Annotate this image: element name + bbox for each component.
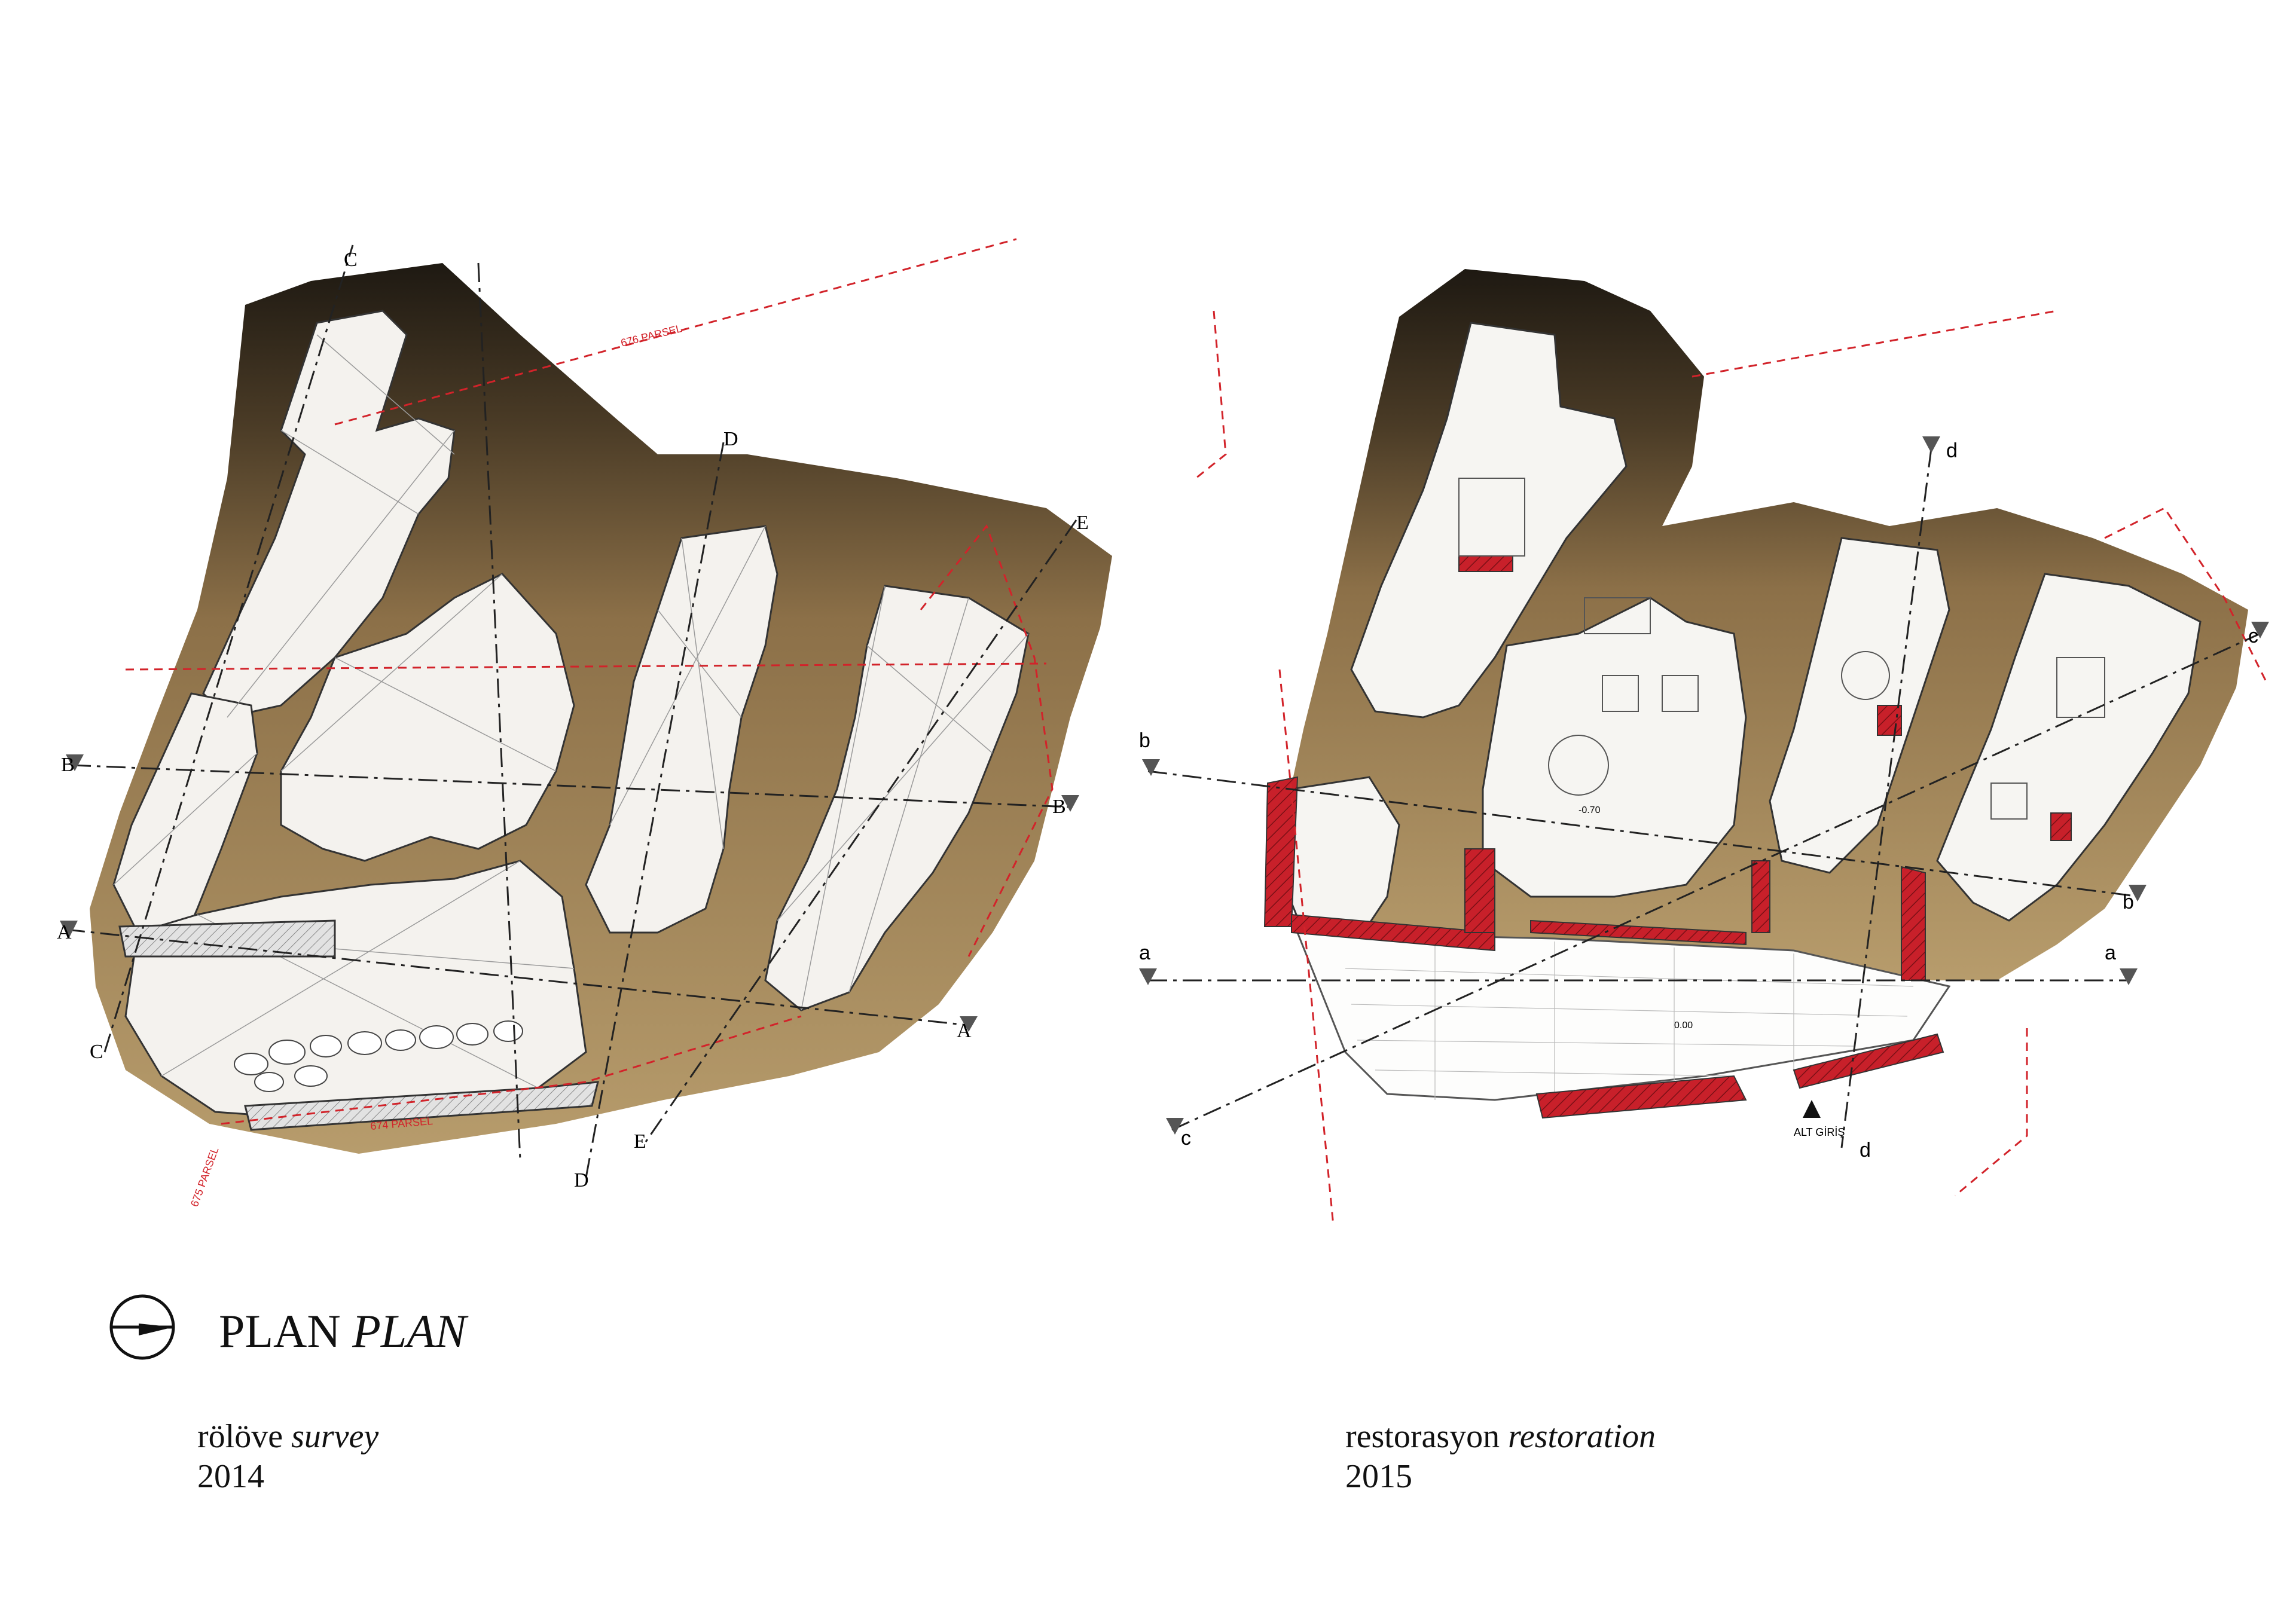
survey-room-north xyxy=(202,310,456,719)
survey-parcel-lines xyxy=(125,238,1054,1125)
right-caption-year: 2015 xyxy=(1345,1458,1412,1496)
restoration-entrance-label: ALT GİRİŞ xyxy=(1794,1126,1845,1138)
survey-label-E-top: E xyxy=(1076,512,1089,534)
restoration-furniture xyxy=(1458,478,2105,820)
restoration-level-terrace: 0.00 xyxy=(1674,1020,1693,1031)
restoration-label-a-left: a xyxy=(1139,942,1150,964)
left-caption-en: survey xyxy=(291,1418,379,1455)
restoration-section-markers xyxy=(1139,436,2269,1135)
left-caption-tr: rölöve xyxy=(197,1418,283,1455)
restoration-label-a-right: a xyxy=(2105,942,2116,964)
plan-title-italic: PLAN xyxy=(352,1305,466,1357)
left-caption: rölöve survey 2014 xyxy=(197,1417,378,1497)
survey-room-centre xyxy=(280,573,575,862)
north-arrow-icon xyxy=(109,1294,175,1360)
restoration-new-walls xyxy=(1263,555,2072,1119)
restoration-level-living: -0.70 xyxy=(1578,805,1601,815)
survey-parcel-675: 675 PARSEL xyxy=(188,1145,221,1208)
survey-label-C-bottom: C xyxy=(90,1041,103,1063)
survey-stones xyxy=(234,1020,523,1092)
restoration-label-b-right: b xyxy=(2123,891,2134,913)
survey-network xyxy=(113,334,1029,1089)
survey-label-A-right: A xyxy=(957,1020,972,1042)
restoration-section-lines xyxy=(1147,448,2261,1148)
plan-title: PLAN PLAN xyxy=(197,1308,466,1355)
right-caption: restorasyon restoration 2015 xyxy=(1345,1417,1656,1497)
restoration-label-d-top: d xyxy=(1946,439,1958,462)
survey-section-markers xyxy=(60,754,1079,1032)
survey-section-lines xyxy=(65,244,1077,1178)
survey-room-east-a xyxy=(585,525,778,934)
left-caption-year: 2014 xyxy=(197,1458,264,1496)
restoration-room-east-a xyxy=(1769,537,1950,874)
restoration-room-east-b xyxy=(1936,573,2202,922)
restoration-paving xyxy=(1345,939,1914,1100)
right-caption-tr: restorasyon xyxy=(1345,1418,1500,1455)
survey-parcel-676: 676 PARSEL xyxy=(619,322,683,349)
survey-plan: 676 PARSEL 674 PARSEL 675 PARSEL B A B A… xyxy=(57,238,1112,1208)
restoration-label-d-bottom: d xyxy=(1860,1139,1871,1162)
survey-label-A-left: A xyxy=(57,921,72,943)
survey-label-C-top: C xyxy=(344,249,358,271)
survey-label-E-bottom: E xyxy=(634,1130,646,1153)
restoration-terrace xyxy=(1296,931,1951,1101)
right-caption-en: restoration xyxy=(1508,1418,1656,1455)
survey-label-D-bottom: D xyxy=(574,1169,589,1191)
survey-label-B-left: B xyxy=(61,754,75,776)
restoration-entrance-arrow xyxy=(1803,1100,1821,1118)
restoration-label-c-right: c xyxy=(2248,625,2258,647)
restoration-room-north xyxy=(1350,322,1628,719)
plan-title-main: PLAN xyxy=(219,1305,341,1357)
survey-south-wall xyxy=(244,1081,599,1131)
restoration-label-c-left: c xyxy=(1181,1127,1191,1150)
survey-label-D-top: D xyxy=(723,428,738,450)
restoration-label-b-left: b xyxy=(1139,729,1150,752)
restoration-room-living xyxy=(1482,597,1747,898)
survey-label-B-right: B xyxy=(1052,796,1066,818)
survey-west-wall xyxy=(118,919,336,958)
restoration-plan: b a c d d a b c ALT GİRİŞ 0.00 -0.70 xyxy=(1139,269,2269,1226)
